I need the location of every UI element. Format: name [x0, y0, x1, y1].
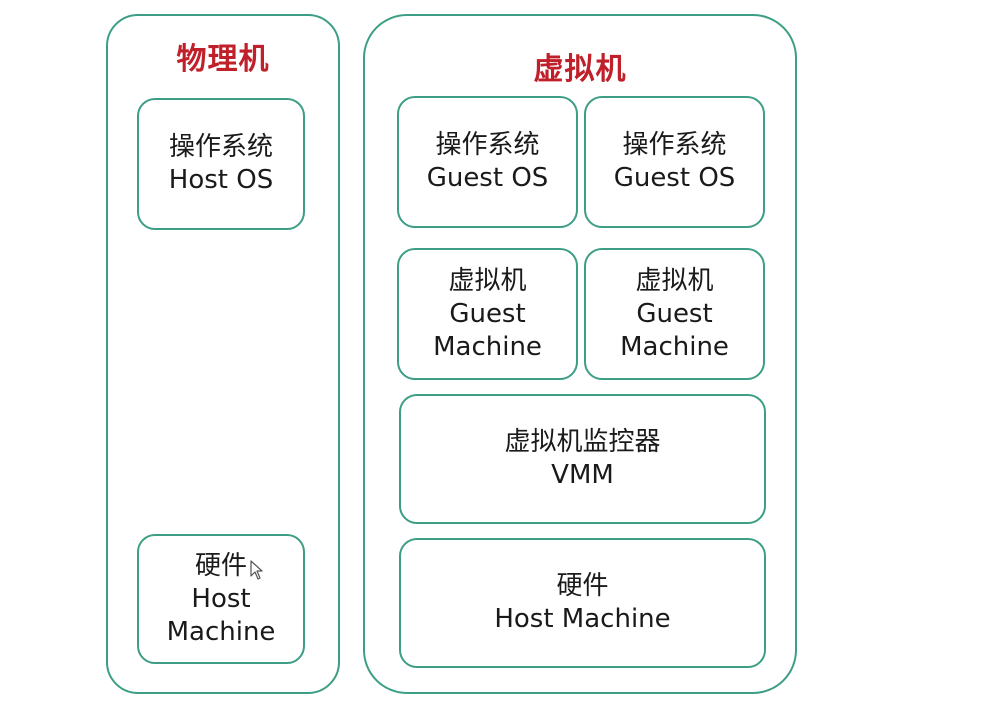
host-os-box: 操作系统 Host OS	[137, 98, 305, 230]
mouse-pointer-icon	[250, 560, 263, 580]
guest-machine-2-label-cn: 虚拟机	[635, 265, 714, 296]
guest-machine-box-1: 虚拟机 Guest Machine	[397, 248, 578, 380]
physical-machine-title: 物理机	[176, 42, 270, 77]
vmm-box: 虚拟机监控器 VMM	[399, 394, 766, 524]
guest-os-1-label-cn: 操作系统	[435, 130, 540, 160]
guest-os-2-label-cn: 操作系统	[622, 130, 727, 160]
guest-machine-1-label-en-2: Machine	[433, 331, 542, 362]
guest-machine-1-label-cn: 虚拟机	[448, 265, 527, 296]
guest-os-box-1: 操作系统 Guest OS	[397, 96, 578, 228]
virtual-host-hardware-label-cn: 硬件	[556, 571, 609, 601]
host-hardware-label-en-2: Machine	[166, 616, 276, 647]
host-os-label-cn: 操作系统	[168, 132, 273, 162]
guest-os-box-2: 操作系统 Guest OS	[584, 96, 765, 228]
guest-os-2-label-en: Guest OS	[613, 163, 736, 193]
virtual-machine-title: 虚拟机	[533, 52, 627, 87]
guest-machine-2-label-en-2: Machine	[620, 331, 729, 362]
guest-machine-2-label-en-1: Guest	[636, 298, 713, 329]
host-os-label-en: Host OS	[168, 165, 274, 195]
virtual-host-hardware-label-en: Host Machine	[494, 604, 671, 634]
virtual-host-hardware-box: 硬件 Host Machine	[399, 538, 766, 668]
vmm-label-cn: 虚拟机监控器	[504, 427, 661, 457]
vmm-label-en: VMM	[551, 460, 614, 490]
guest-os-1-label-en: Guest OS	[426, 163, 549, 193]
guest-machine-1-label-en-1: Guest	[449, 298, 526, 329]
host-hardware-box: 硬件 Host Machine	[137, 534, 305, 664]
host-hardware-label-cn: 硬件	[194, 550, 247, 581]
guest-machine-box-2: 虚拟机 Guest Machine	[584, 248, 765, 380]
host-hardware-label-en-1: Host	[191, 583, 251, 614]
